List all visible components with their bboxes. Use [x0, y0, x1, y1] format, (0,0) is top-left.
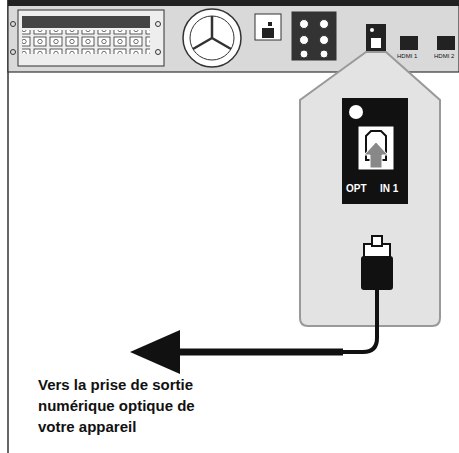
cooling-fan — [183, 9, 241, 67]
optical-cable — [130, 236, 393, 374]
jack-dot — [349, 105, 363, 119]
panel-top-strip — [8, 0, 459, 6]
jack-port — [371, 38, 381, 48]
screw — [11, 50, 16, 55]
zoom-callout — [300, 52, 440, 326]
jack-label: IN 1 — [380, 183, 398, 194]
speaker-terminals — [22, 30, 150, 54]
av-jacks — [255, 12, 336, 60]
callout-fill — [318, 92, 422, 302]
screw — [156, 22, 161, 27]
hdmi-port — [400, 36, 418, 50]
optical-input-panel — [342, 98, 408, 204]
screw — [156, 50, 161, 55]
destination-note: Vers la prise de sortie numérique optiqu… — [38, 374, 223, 437]
speaker-label-strip — [22, 16, 150, 28]
optical-input-port — [358, 126, 394, 170]
jack-dot — [370, 28, 374, 32]
hdmi-port — [437, 36, 455, 50]
port-label: HDMI 1 — [397, 53, 417, 60]
screw — [11, 22, 16, 27]
port-label: HDMI 2 — [434, 53, 454, 60]
speaker-terminal-block — [18, 10, 164, 66]
jack-label: OPT — [346, 183, 367, 194]
insert-arrow — [364, 142, 388, 168]
